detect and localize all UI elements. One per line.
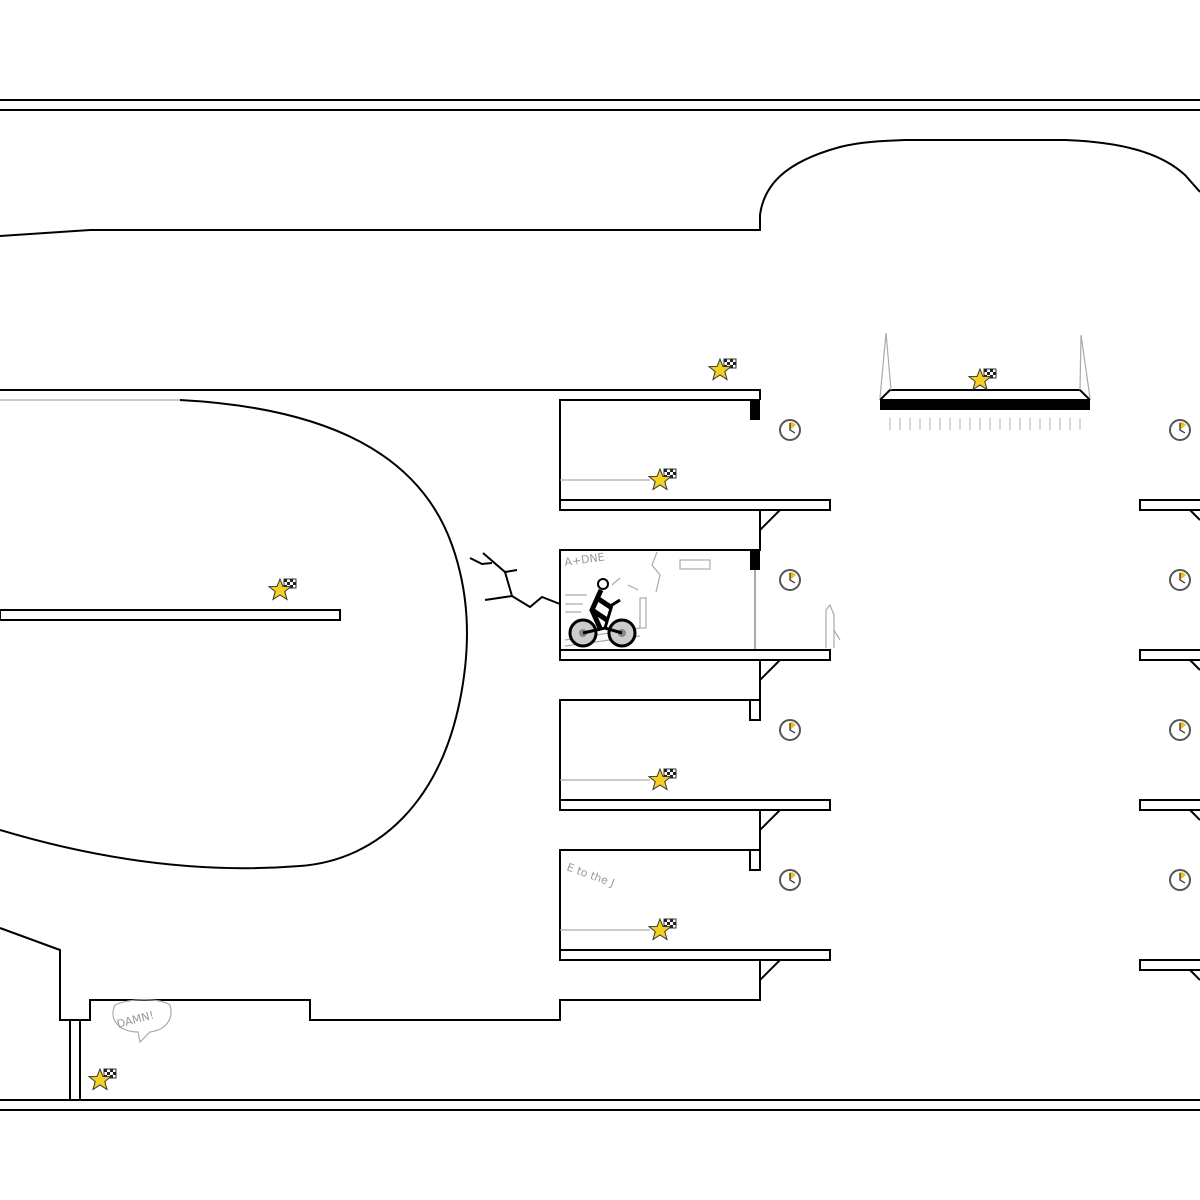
- goal-star-icon: [968, 368, 997, 390]
- clock-icon: [779, 869, 801, 891]
- clock-icon: [779, 719, 801, 741]
- rider: [568, 578, 637, 648]
- clock-icon: [1169, 419, 1191, 441]
- wall-tag-text: A+DNE: [564, 550, 606, 569]
- clock-icon: [779, 419, 801, 441]
- goal-star-icon: [88, 1068, 117, 1090]
- scenery: [112, 551, 841, 1044]
- goal-star-icon: [648, 468, 677, 490]
- goal-stars: [88, 358, 997, 1090]
- clock-icon: [1169, 569, 1191, 591]
- scribble-texts: A+DNE DAMN! E to the J: [115, 550, 616, 1030]
- note-text: E to the J: [565, 861, 616, 890]
- clock-icon: [1169, 719, 1191, 741]
- track-lines: [0, 99, 1200, 1111]
- goal-star-icon: [708, 358, 737, 380]
- slowmo-clocks: [779, 419, 1191, 891]
- goal-star-icon: [648, 768, 677, 790]
- goal-star-icon: [268, 578, 297, 600]
- speech-bubble-text: DAMN!: [115, 1009, 155, 1031]
- clock-icon: [779, 569, 801, 591]
- clock-icon: [1169, 869, 1191, 891]
- goal-star-icon: [648, 918, 677, 940]
